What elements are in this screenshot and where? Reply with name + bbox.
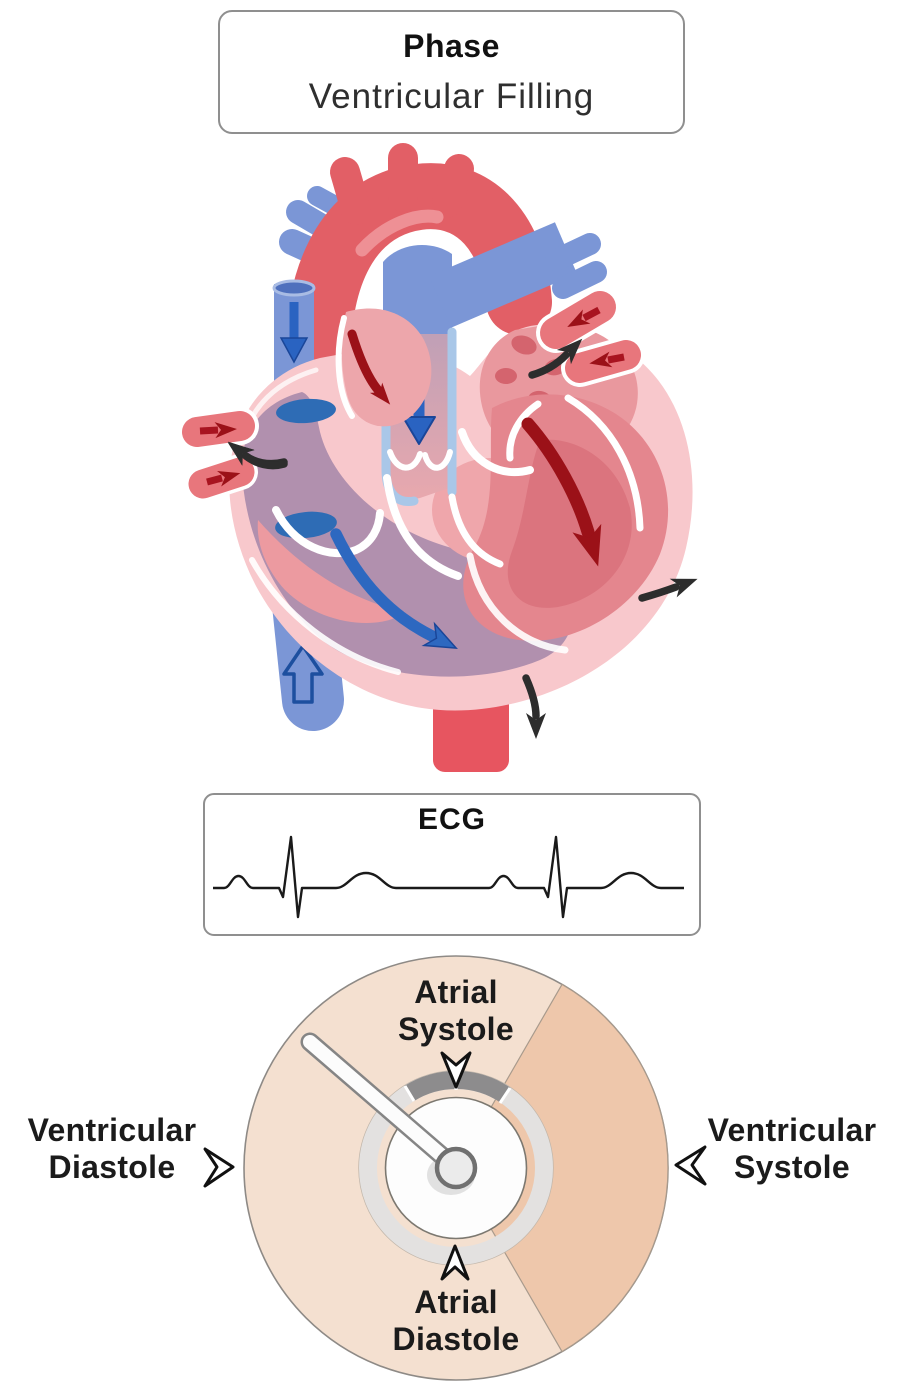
ventricular-systole-sector	[455, 983, 669, 1353]
label-ventricular-diastole: Ventricular Diastole	[27, 1112, 197, 1186]
label-atrial-diastole: Atrial Diastole	[392, 1284, 520, 1358]
left-ventricle	[463, 394, 669, 641]
red-arrow-pv-right-2	[589, 351, 625, 368]
ecg-title: ECG	[417, 803, 486, 836]
mitral-valve	[458, 394, 644, 654]
dark-red-arrow-la-roof	[347, 329, 391, 405]
tricuspid-valve	[272, 506, 384, 558]
cycle-dial	[203, 955, 707, 1381]
phase-value: Ventricular Filling	[308, 77, 595, 116]
red-arrow-pv-right-1	[567, 306, 601, 327]
blue-up-arrow-ivc	[282, 644, 324, 704]
left-kite-arrow-icon	[674, 1145, 707, 1186]
heart-cross-section-illustration	[178, 143, 698, 772]
pulmonary-veins-left	[178, 407, 259, 502]
left-atrium-roof	[335, 308, 432, 427]
dial-center-knob	[434, 1146, 478, 1190]
semilunar-valve	[387, 449, 453, 471]
right-ventricle-wall-blob	[257, 520, 405, 624]
pointer-arrows	[203, 1051, 707, 1281]
up-kite-arrow-icon	[440, 1244, 470, 1281]
ecg-waveform	[213, 835, 684, 919]
dark-red-curved-arrow-la-to-lv	[521, 417, 602, 567]
down-kite-arrow-icon	[440, 1051, 472, 1089]
pulmonary-veins-right	[536, 287, 645, 387]
black-arrow-bottom	[522, 674, 546, 739]
label-atrial-systole: Atrial Systole	[398, 974, 514, 1048]
label-ventricular-systole: Ventricular Systole	[707, 1112, 877, 1186]
ecg-panel: ECG	[203, 793, 701, 936]
dial-hand	[300, 1032, 466, 1178]
right-kite-arrow-icon	[203, 1147, 235, 1188]
black-arrow-top-right	[528, 338, 583, 379]
black-arrow-left	[228, 441, 288, 470]
aorta-highlight	[355, 209, 444, 257]
black-arrow-right	[638, 578, 698, 602]
blue-curved-arrow-ra-to-rv	[330, 528, 458, 649]
phase-title: Phase	[403, 28, 500, 64]
red-arrow-pv-left-1	[199, 422, 237, 439]
svc-opening	[276, 398, 336, 424]
phase-panel: Phase Ventricular Filling	[218, 10, 685, 134]
red-arrow-pv-left-2	[206, 471, 241, 487]
